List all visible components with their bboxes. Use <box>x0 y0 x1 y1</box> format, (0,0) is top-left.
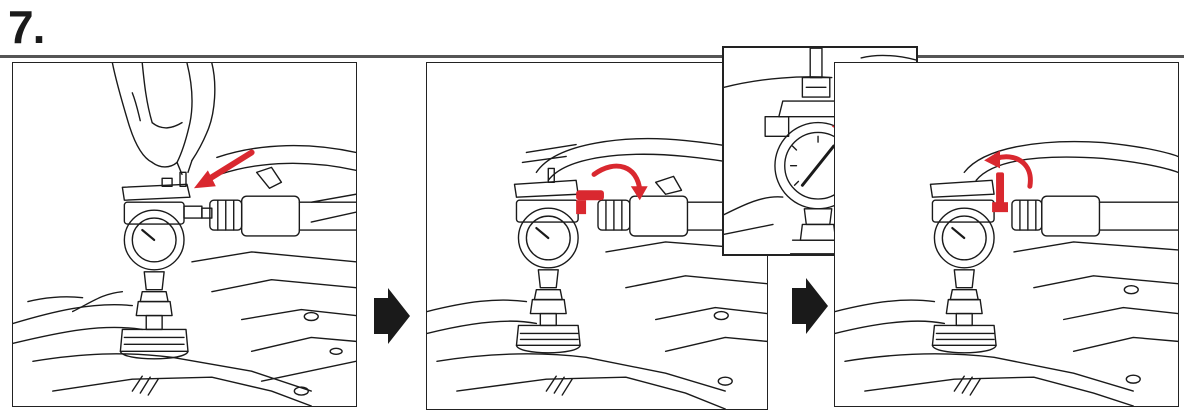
valve-lever-highlight <box>996 172 1004 206</box>
step-number: 7. <box>8 0 44 54</box>
next-step-arrow-icon <box>372 288 412 344</box>
header-rule <box>0 55 1184 58</box>
illustration-panel-1 <box>12 62 357 407</box>
panel-1-drawing <box>13 63 356 406</box>
illustration-panel-2 <box>426 62 768 410</box>
valve-lever-highlight <box>576 190 604 200</box>
illustration-panel-3 <box>834 62 1179 407</box>
insert-arrow-icon <box>194 152 252 188</box>
next-step-arrow-icon <box>790 278 830 334</box>
panel-2-drawing <box>427 63 767 409</box>
panel-3-drawing <box>835 63 1178 406</box>
